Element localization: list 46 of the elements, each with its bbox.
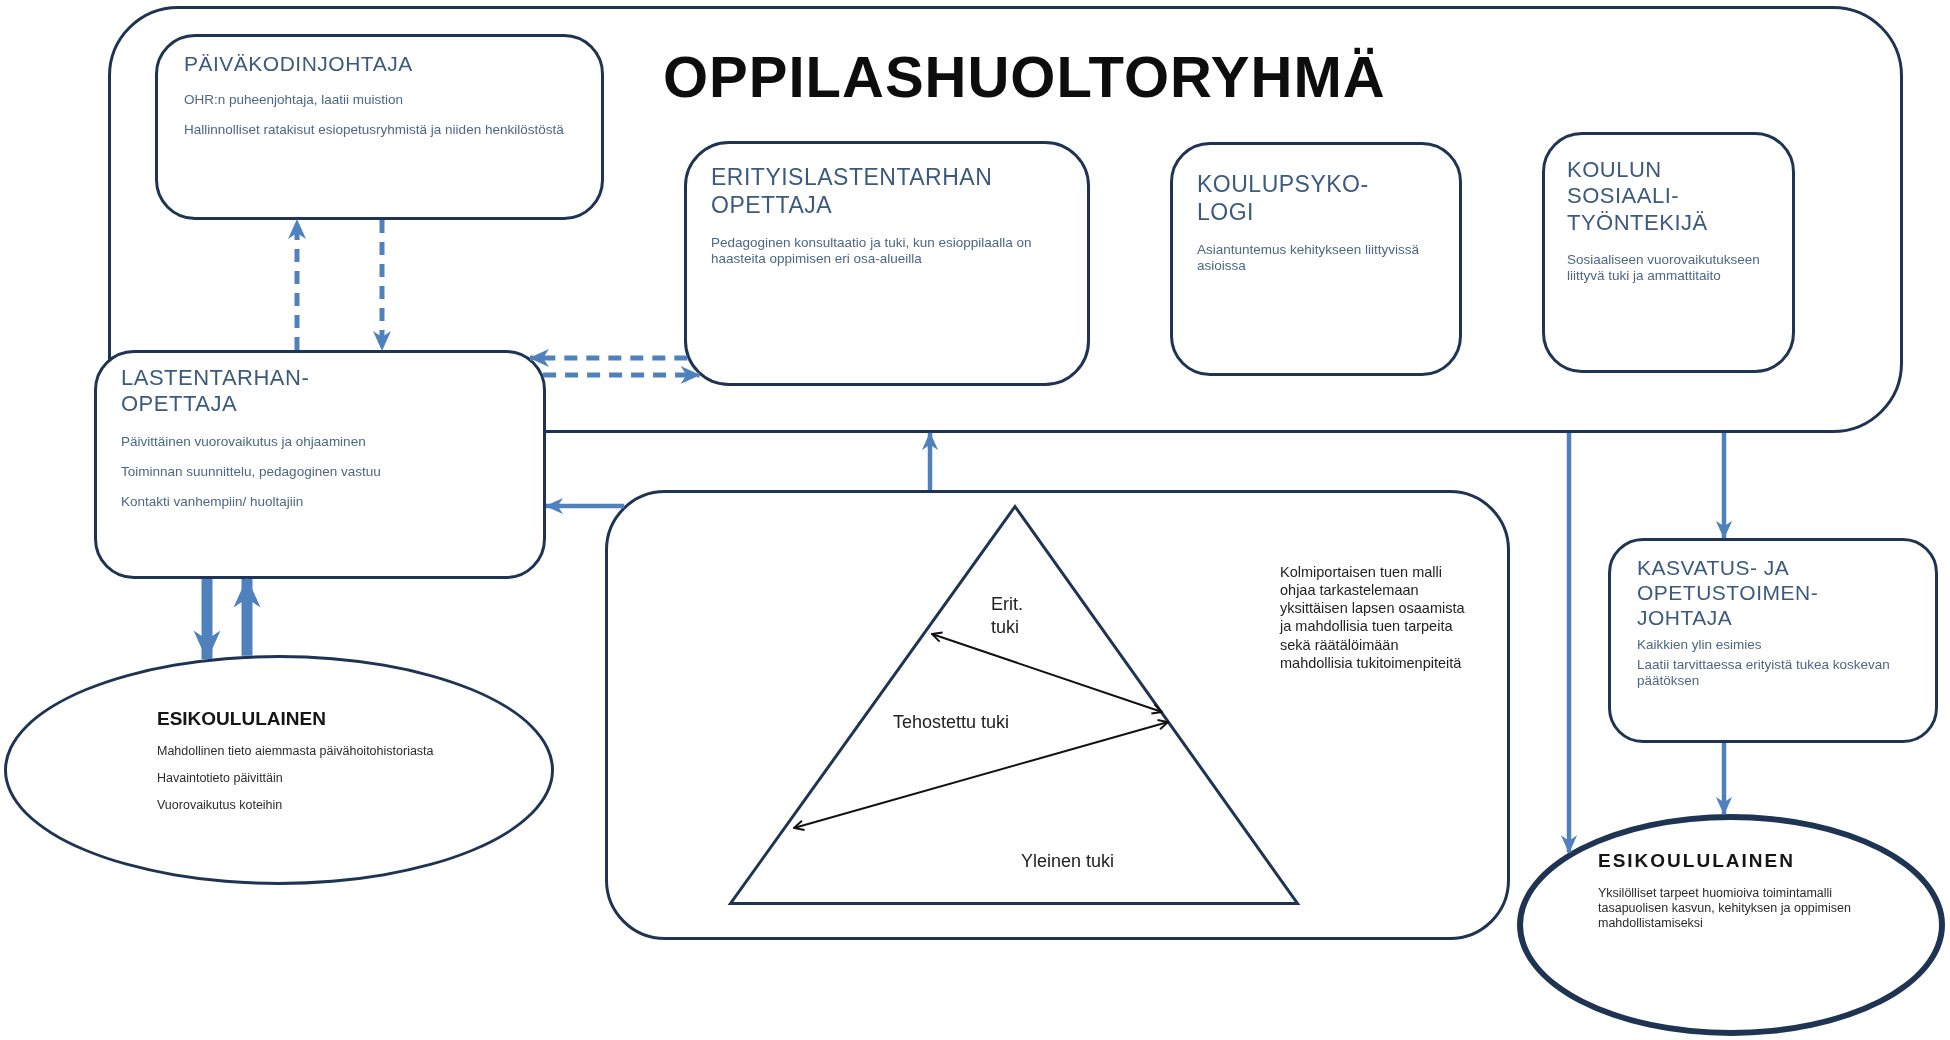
role-box: [1608, 538, 1938, 743]
role-box: [1542, 132, 1795, 373]
arrow: [545, 497, 625, 515]
arrow: [1715, 433, 1733, 539]
role-description: Toiminnan suunnittelu, pedagoginen vastuu: [121, 463, 382, 481]
arrow: [288, 219, 306, 350]
role-description: Päivittäinen vuorovaikutus ja ohjaaminen: [121, 433, 367, 450]
group-title: OPPILASHUOLTORYHMÄ: [663, 43, 1386, 110]
role-box: [155, 34, 604, 220]
role-description: Asiantuntemus kehitykseen liittyvissä asioissa: [1197, 242, 1421, 275]
arrow: [529, 349, 688, 367]
support-model-description: Kolmiportaisen tuen malli ohjaa tarkastelemaan yksittäisen lapsen osaamista ja mahdollisia tuen tarpeita sekä räätälöimään mahdollisia tukitoimenpiteitä: [1280, 563, 1466, 672]
support-level-label: Yleinen tuki: [1021, 850, 1116, 873]
pupil-description: Mahdollinen tieto aiemmasta päivähoitohistoriasta: [157, 744, 435, 759]
arrow: [193, 579, 221, 661]
pupil-description: Yksilölliset tarpeet huomioiva toimintamalli tasapuolisen kasvun, kehityksen ja oppimisen mahdollistamiseksi: [1598, 886, 1852, 931]
role-description: OHR:n puheenjohtaja, laatii muistion: [184, 92, 405, 109]
role-box: [684, 141, 1090, 386]
role-title: KASVATUS- JA OPETUSTOIMEN-JOHTAJA: [1637, 555, 1820, 631]
group-frame: [108, 6, 1903, 433]
support-model-panel: [605, 490, 1510, 940]
arrow: [233, 577, 261, 656]
support-level-label: Tehostettu tuki: [893, 711, 1011, 734]
role-description: Laatii tarvittaessa erityistä tukea koskevan päätöksen: [1637, 656, 1891, 690]
pupil-description: Havaintotieto päivittäin: [157, 771, 284, 786]
arrow: [373, 220, 391, 351]
arrow: [1560, 433, 1578, 854]
arrow: [1715, 743, 1733, 815]
role-title: PÄIVÄKODINJOHTAJA: [184, 51, 414, 77]
pupil-title: ESIKOULULAINEN: [1598, 850, 1796, 872]
role-box: [94, 350, 546, 579]
pupil-title: ESIKOULULAINEN: [157, 708, 327, 730]
pupil-description: Vuorovaikutus koteihin: [157, 798, 284, 813]
role-description: Hallinnolliset ratakisut esiopetusryhmistä ja niiden henkilöstöstä: [184, 122, 565, 139]
role-title: LASTENTARHAN-OPETTAJA: [121, 365, 311, 418]
role-title: ERITYISLASTENTARHAN OPETTAJA: [711, 164, 994, 220]
role-title: KOULUPSYKO-LOGI: [1197, 171, 1370, 227]
role-title: KOULUN SOSIAALI-TYÖNTEKIJÄ: [1567, 157, 1709, 237]
role-box: [1170, 142, 1462, 376]
role-description: Pedagoginen konsultaatio ja tuki, kun esioppilaalla on haasteita oppimisen eri osa-alueilla: [711, 235, 1033, 268]
role-description: Sosiaaliseen vuorovaikutukseen liittyvä tuki ja ammattitaito: [1567, 252, 1761, 285]
support-level-label: Erit. tuki: [991, 593, 1024, 640]
role-description: Kaikkien ylin esimies: [1637, 636, 1763, 653]
arrow: [543, 366, 701, 384]
role-description: Kontakti vanhempiin/ huoltajiin: [121, 494, 305, 511]
arrow: [921, 432, 939, 490]
